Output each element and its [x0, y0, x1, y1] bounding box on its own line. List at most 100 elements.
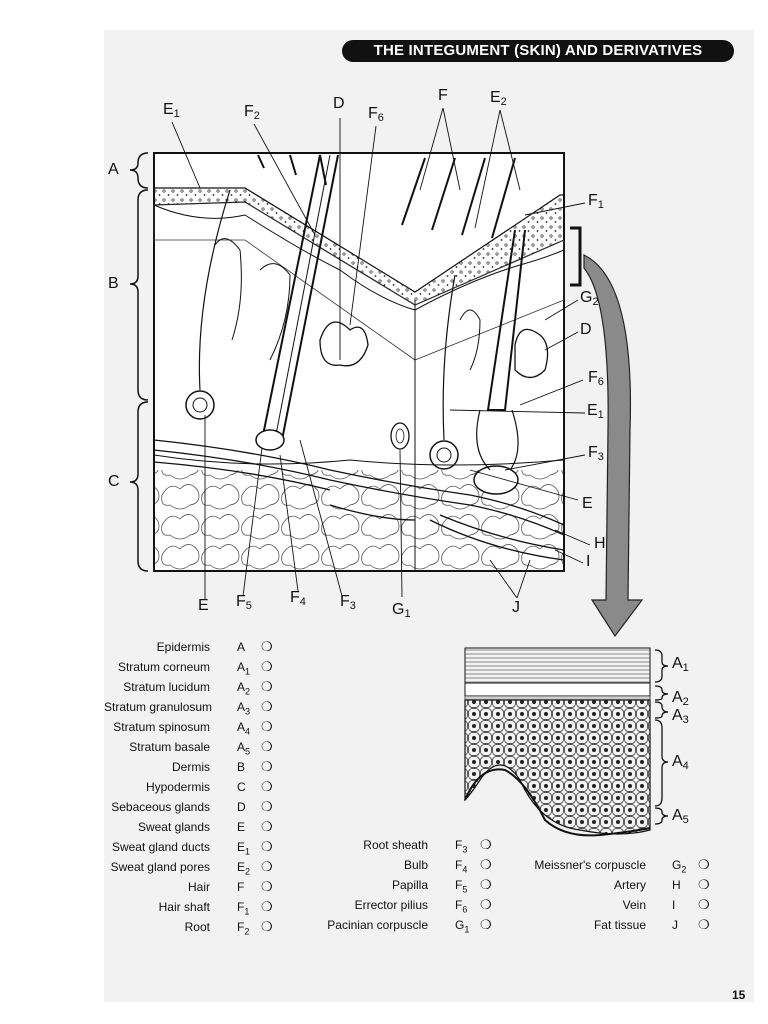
legend-code: A2	[237, 680, 251, 697]
legend-term: Stratum basale	[129, 740, 210, 754]
legend-code: A4	[237, 720, 251, 737]
color-check-circle[interactable]: ❍	[261, 779, 273, 794]
legend-term: Stratum corneum	[117, 660, 210, 674]
color-check-circle[interactable]: ❍	[698, 917, 710, 932]
label-top-f2: F2	[244, 103, 260, 123]
legend-code: A5	[237, 740, 251, 757]
color-check-circle[interactable]: ❍	[261, 879, 273, 894]
label-bottom-f4: F4	[290, 589, 306, 609]
label-top-e1: E1	[163, 101, 180, 121]
legend-term: Pacinian corpuscle	[327, 918, 428, 932]
legend-term: Stratum lucidum	[123, 680, 210, 694]
color-check-circle[interactable]: ❍	[261, 659, 273, 674]
label-bottom-f3: F3	[340, 593, 356, 613]
color-check-circle[interactable]: ❍	[698, 897, 710, 912]
legend-code: B	[237, 760, 246, 774]
color-check-circle[interactable]: ❍	[261, 799, 273, 814]
label-left-c: C	[108, 473, 120, 490]
color-check-circle[interactable]: ❍	[480, 857, 492, 872]
color-check-circle[interactable]: ❍	[261, 859, 273, 874]
legend-item: Sweat gland pores E2 ❍	[104, 857, 284, 877]
legend-term: Epidermis	[156, 640, 210, 654]
legend-code: A1	[237, 660, 251, 677]
color-check-circle[interactable]: ❍	[480, 877, 492, 892]
legend-item: Stratum spinosum A4 ❍	[104, 717, 284, 737]
color-check-circle[interactable]: ❍	[261, 759, 273, 774]
label-layers-a1: A1	[672, 655, 689, 675]
legend-code: I	[672, 898, 676, 912]
label-bottom-j: J	[512, 599, 520, 616]
color-check-circle[interactable]: ❍	[261, 639, 273, 654]
legend-item: Hair shaft F1 ❍	[104, 897, 284, 917]
legend-code: E1	[237, 840, 251, 857]
legend-term: Bulb	[403, 858, 428, 872]
legend-code: C	[237, 780, 246, 794]
legend-term: Sweat glands	[137, 820, 210, 834]
label-top-f: F	[438, 87, 448, 104]
legend-item: Stratum corneum A1 ❍	[104, 657, 284, 677]
legend-term: Stratum spinosum	[113, 720, 210, 734]
color-check-circle[interactable]: ❍	[698, 877, 710, 892]
legend-code: F2	[237, 920, 250, 937]
legend-term: Artery	[613, 878, 646, 892]
color-check-circle[interactable]: ❍	[480, 897, 492, 912]
label-layers-a5: A5	[672, 807, 689, 827]
label-top-d: D	[333, 95, 345, 112]
label-right-f1: F1	[588, 192, 604, 212]
legend-term: Sweat gland pores	[110, 860, 210, 874]
color-check-circle[interactable]: ❍	[261, 919, 273, 934]
legend-term: Papilla	[391, 878, 428, 892]
color-check-circle[interactable]: ❍	[261, 699, 273, 714]
legend-term: Dermis	[172, 760, 210, 774]
legend-code: F1	[237, 900, 250, 917]
legend-code: D	[237, 800, 246, 814]
label-bottom-g1: G1	[392, 601, 411, 621]
legend-code: E2	[237, 860, 251, 877]
legend-term: Hair shaft	[158, 900, 210, 914]
color-check-circle[interactable]: ❍	[261, 899, 273, 914]
legend-code: A	[237, 640, 246, 654]
label-top-f6: F6	[368, 105, 384, 125]
legend-term: Sweat gland ducts	[111, 840, 210, 854]
label-right-f3: F3	[588, 444, 604, 464]
page-title: THE INTEGUMENT (SKIN) AND DERIVATIVES	[342, 40, 734, 62]
legend-term: Errector pilius	[354, 898, 428, 912]
label-bottom-f5: F5	[236, 593, 252, 613]
color-check-circle[interactable]: ❍	[261, 839, 273, 854]
layer-braces	[129, 152, 149, 572]
legend-term: Fat tissue	[593, 918, 646, 932]
label-right-f6: F6	[588, 369, 604, 389]
color-check-circle[interactable]: ❍	[698, 857, 710, 872]
color-check-circle[interactable]: ❍	[261, 739, 273, 754]
color-check-circle[interactable]: ❍	[261, 819, 273, 834]
color-check-circle[interactable]: ❍	[261, 679, 273, 694]
color-check-circle[interactable]: ❍	[261, 719, 273, 734]
color-check-circle[interactable]: ❍	[480, 917, 492, 932]
legend-term: Root	[184, 920, 210, 934]
legend-item: Stratum basale A5 ❍	[104, 737, 284, 757]
label-right-i: I	[586, 553, 591, 570]
color-check-circle[interactable]: ❍	[480, 837, 492, 852]
legend-item: Stratum lucidum A2 ❍	[104, 677, 284, 697]
epidermis-inset	[464, 647, 669, 837]
legend-code: F3	[455, 838, 468, 855]
label-right-d: D	[580, 321, 592, 338]
legend-item: Dermis B ❍	[104, 757, 284, 777]
legend-item: Fat tissue J ❍	[520, 915, 720, 935]
legend-item: Errector pilius F6 ❍	[310, 895, 500, 915]
legend-code: F6	[455, 898, 468, 915]
label-right-g2: G2	[580, 289, 599, 309]
legend-code: J	[672, 918, 678, 932]
